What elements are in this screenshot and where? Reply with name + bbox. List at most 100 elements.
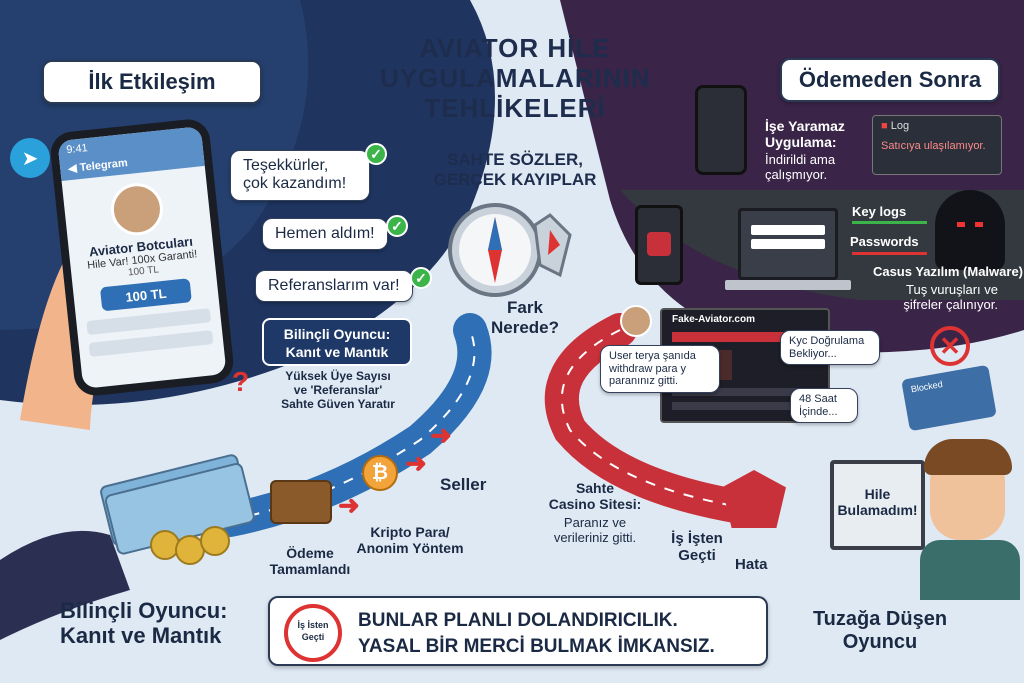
banner-line-1: BUNLAR PLANLI DOLANDIRICILIK.	[358, 610, 678, 631]
timer-line-1: İş İsten	[297, 620, 329, 630]
malware-desc: Tuş vuruşları ve şifreler çalınıyor.	[838, 282, 998, 313]
crypto-line-1: Kripto Para/	[370, 524, 450, 540]
malware-desc-line-2: şifreler çalınıyor.	[903, 296, 998, 312]
victim-line-1: Hile	[864, 486, 891, 502]
aware-player-box: Bilinçli Oyuncu: Kanıt ve Mantık	[262, 318, 412, 366]
bottom-left-caption: Bilinçli Oyuncu: Kanıt ve Mantık	[60, 598, 260, 649]
trust-line-3: Sahte Güven Yaratır	[281, 396, 395, 411]
casino-desc-line-1: Paranız ve	[563, 515, 627, 530]
aware-box-line-2: Kanıt ve Mantık	[285, 344, 389, 360]
malware-title: Casus Yazılım (Malware)	[872, 264, 1023, 279]
victim-bubble: Hile Bulamadım!	[834, 486, 921, 518]
aware-box-line-1: Bilinçli Oyuncu:	[283, 326, 391, 342]
question-line-2: Nerede?	[490, 317, 560, 337]
key-logs-label: Key logs	[852, 204, 907, 219]
testimonial-bubble-3: Referanslarım var!	[255, 270, 413, 303]
app-name-text: Telegram	[79, 157, 129, 174]
bottom-right-line-2: Oyuncu	[842, 631, 918, 653]
malware-desc-line-1: Tuş vuruşları ve	[906, 282, 998, 297]
check-icon: ✓	[410, 267, 432, 289]
victim-face	[924, 439, 1012, 540]
question-line-1: Fark	[507, 298, 543, 317]
laptop-icon	[738, 208, 838, 280]
user-msg-line-2: withdraw para y	[609, 362, 687, 375]
error-label: Hata	[735, 556, 768, 573]
kyc-bubble: Kyc Doğrulama Bekliyor...	[780, 330, 880, 366]
main-title: AVIATOR HİLE UYGULAMALARININ TEHLİKELERİ	[380, 33, 650, 124]
casino-desc: Paranız ve verileriniz gitti.	[540, 515, 650, 546]
check-icon: ✓	[386, 215, 408, 237]
site-banner	[672, 332, 822, 342]
hacker-icon	[935, 190, 1005, 270]
useless-line-1: İşe Yaramaz	[765, 118, 845, 134]
victim-shirt	[920, 540, 1020, 600]
bottom-right-line-1: Tuzağa Düşen	[812, 608, 948, 630]
casino-title-line-2: Casino Sitesi:	[548, 496, 642, 513]
site-row	[672, 388, 822, 396]
hours-bubble: 48 Saat İçinde...	[790, 388, 858, 424]
trust-line-1: Yüksek Üye Sayısı	[285, 369, 391, 383]
arrow-icon: ➜	[338, 490, 360, 520]
testimonial-bubble-1: Teşekkürler, çok kazandım!	[230, 150, 370, 201]
user-message-bubble: User terya şanıda withdraw para y paranı…	[600, 345, 720, 393]
broken-phone-icon	[695, 85, 747, 175]
telegram-header: 9:41 ◀ Telegram	[57, 126, 205, 181]
trust-line-2: ve 'Referanslar'	[293, 382, 383, 397]
money-stack-icon	[100, 454, 255, 565]
chat-row	[88, 330, 214, 357]
useless-line-2: Uygulama:	[765, 134, 837, 151]
timer-line-2: Geçti	[301, 632, 325, 642]
infected-phone-icon	[635, 205, 683, 285]
user-avatar	[620, 305, 652, 337]
crypto-label: Kripto Para/ Anonim Yöntem	[340, 524, 480, 556]
laptop-base	[725, 280, 851, 290]
log-title: ■ Log	[881, 120, 910, 132]
title-line-3: TEHLİKELERİ	[424, 92, 606, 123]
wallet-icon	[270, 480, 332, 524]
subtitle: SAHTE SÖZLER, GERÇEK KAYIPLAR	[420, 150, 610, 189]
arrow-to-hacker	[852, 221, 927, 224]
passwords-label: Passwords	[850, 234, 919, 249]
victim-line-2: Bulamadım!	[837, 502, 918, 519]
subtitle-line-2: GERÇEK KAYIPLAR	[433, 169, 597, 189]
kyc-line-1: Kyc Doğrulama	[789, 335, 865, 347]
testimonial-bubble-2: Hemen aldım!	[262, 218, 388, 251]
payment-label: Ödeme Tamamlandı	[250, 545, 370, 577]
casino-desc-line-2: verileriniz gitti.	[553, 529, 637, 545]
card-label: Blocked	[910, 378, 944, 395]
bitcoin-icon: ₿	[362, 455, 398, 491]
useless-desc-line-1: İndirildi ama	[765, 152, 836, 167]
log-line: Satıcıya ulaşılamıyor.	[881, 140, 986, 152]
phone-mockup: 9:41 ◀ Telegram Aviator Botcuları Hile V…	[48, 117, 236, 398]
arrow-icon: ➜	[405, 448, 427, 478]
warning-banner: İş İsten Geçti BUNLAR PLANLI DOLANDIRICI…	[268, 596, 768, 666]
payment-line-2: Tamamlandı	[269, 561, 351, 578]
bottom-left-line-1: Bilinçli Oyuncu:	[60, 598, 228, 623]
crypto-line-2: Anonim Yöntem	[356, 540, 464, 557]
log-title-text: Log	[890, 120, 910, 132]
seller-label: Seller	[440, 475, 487, 494]
left-header: İlk Etkileşim	[42, 60, 262, 104]
check-icon: ✓	[365, 143, 387, 165]
site-row	[672, 402, 822, 410]
false-trust-note: Yüksek Üye Sayısı ve 'Referanslar' Sahte…	[258, 369, 418, 411]
user-msg-line-3: paranınız gitti.	[609, 375, 679, 388]
casino-title-line-1: Sahte	[575, 480, 615, 496]
useless-app-title: İşe Yaramaz Uygulama:	[765, 118, 875, 150]
hours-line-1: 48 Saat	[799, 393, 837, 405]
too-late-label: İş İşten Geçti	[652, 530, 742, 565]
payment-line-1: Ödeme	[286, 545, 334, 561]
telegram-icon: ➤	[10, 138, 50, 178]
arrow-icon: ➜	[430, 420, 452, 450]
useless-app-desc: İndirildi ama çalışmıyor.	[765, 152, 875, 183]
question-mark-icon: ?	[232, 366, 250, 397]
center-question: Fark Nerede?	[470, 298, 580, 337]
useless-desc-line-2: çalışmıyor.	[765, 166, 828, 182]
channel-avatar	[108, 180, 166, 238]
blocked-icon: ✕	[930, 326, 970, 366]
phone-screen: 9:41 ◀ Telegram Aviator Botcuları Hile V…	[57, 126, 227, 389]
banner-line-2: YASAL BİR MERCİ BULMAK İMKANSIZ.	[358, 636, 715, 657]
buy-button[interactable]: 100 TL	[99, 278, 192, 312]
bottom-right-caption: Tuzağa Düşen Oyuncu	[790, 608, 970, 654]
